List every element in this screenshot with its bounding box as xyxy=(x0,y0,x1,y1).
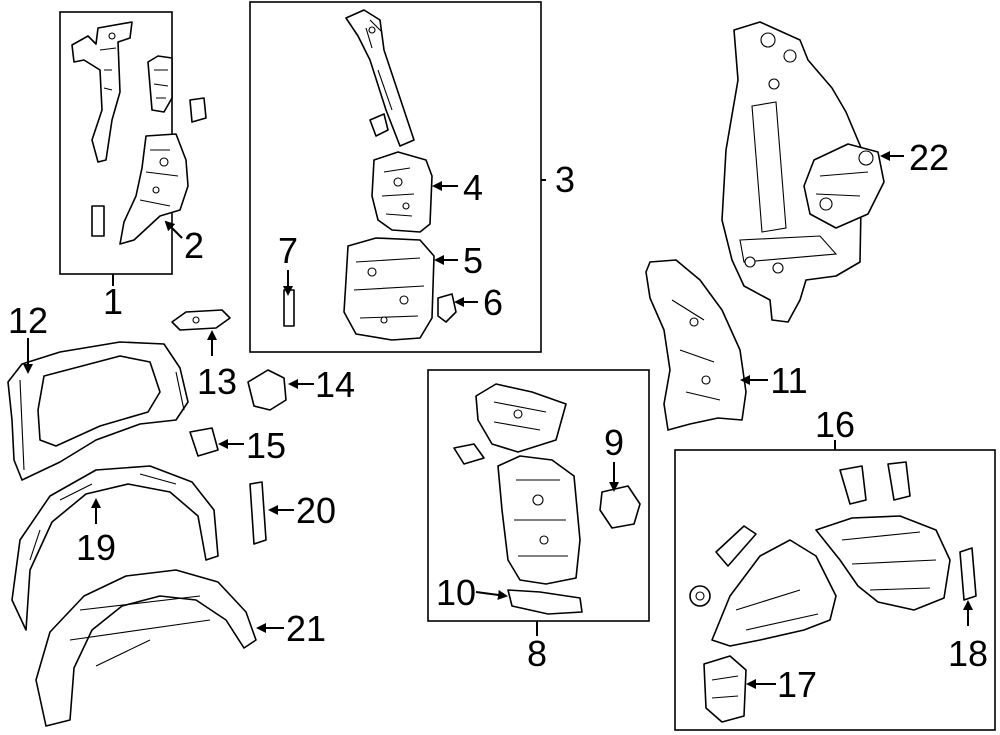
callout-1: 1 xyxy=(103,281,123,322)
callout-22: 22 xyxy=(909,137,949,178)
leader-lines xyxy=(23,151,973,689)
callout-6: 6 xyxy=(483,282,503,323)
callout-7: 7 xyxy=(278,230,298,271)
part-21-wheel-liner xyxy=(35,569,257,727)
part-1-small-clip xyxy=(189,97,207,123)
part-2-lower-bracket xyxy=(119,133,189,245)
callout-12: 12 xyxy=(8,300,48,341)
part-8-bracket-upper xyxy=(475,383,567,453)
part-16-upper-bracket-a xyxy=(839,465,867,505)
group-box-3 xyxy=(249,1,542,353)
part-18-strip xyxy=(959,547,977,601)
callout-16: 16 xyxy=(815,404,855,445)
part-16-nut xyxy=(689,585,711,607)
callout-15: 15 xyxy=(246,425,286,466)
part-15-plate xyxy=(189,427,219,457)
part-1-end-cap xyxy=(91,205,105,237)
part-14-mount xyxy=(247,369,287,411)
part-3-small-bracket xyxy=(369,113,389,137)
callout-14: 14 xyxy=(315,364,355,405)
callout-13: 13 xyxy=(197,361,237,402)
part-6-clip xyxy=(437,293,457,323)
group-box-8 xyxy=(427,369,650,622)
part-16-wheelhouse-inner xyxy=(711,539,837,647)
part-1-upper-bracket xyxy=(147,55,173,113)
part-17-bracket xyxy=(703,655,747,723)
part-13-bracket xyxy=(171,309,231,331)
callout-2: 2 xyxy=(184,225,204,266)
callout-5: 5 xyxy=(463,240,483,281)
part-8-pillar-inner xyxy=(497,455,581,585)
part-12-quarter-frame xyxy=(7,341,189,481)
part-16-wheelhouse-outer xyxy=(815,515,951,611)
callout-3: 3 xyxy=(555,159,575,200)
part-16-small-plate xyxy=(715,525,757,567)
callout-8: 8 xyxy=(527,633,547,674)
callout-21: 21 xyxy=(286,608,326,649)
callout-19: 19 xyxy=(76,527,116,568)
part-16-upper-bracket-b xyxy=(887,461,911,501)
part-3-pillar-upper xyxy=(345,9,415,147)
part-22-bracket xyxy=(803,143,885,229)
part-5-pillar-lower xyxy=(343,237,435,341)
part-7-pin xyxy=(283,289,295,327)
callout-17: 17 xyxy=(777,664,817,705)
part-19-wheelhouse-outer xyxy=(11,465,219,631)
callout-20: 20 xyxy=(296,490,336,531)
callout-10: 10 xyxy=(436,572,476,613)
part-4-pillar-middle xyxy=(371,151,433,233)
callout-11: 11 xyxy=(770,360,807,401)
part-8-small-clip xyxy=(453,443,485,465)
part-22-quarter-inner-upper xyxy=(721,21,863,323)
part-11-quarter-inner-lower xyxy=(645,259,747,431)
part-20-strip xyxy=(249,481,267,545)
part-10-reinforcement xyxy=(507,589,583,615)
callout-9: 9 xyxy=(604,422,624,463)
part-9-bracket xyxy=(599,485,641,529)
callout-18: 18 xyxy=(948,633,988,674)
callout-4: 4 xyxy=(463,167,483,208)
part-1-pillar-reinforcement xyxy=(71,21,133,163)
